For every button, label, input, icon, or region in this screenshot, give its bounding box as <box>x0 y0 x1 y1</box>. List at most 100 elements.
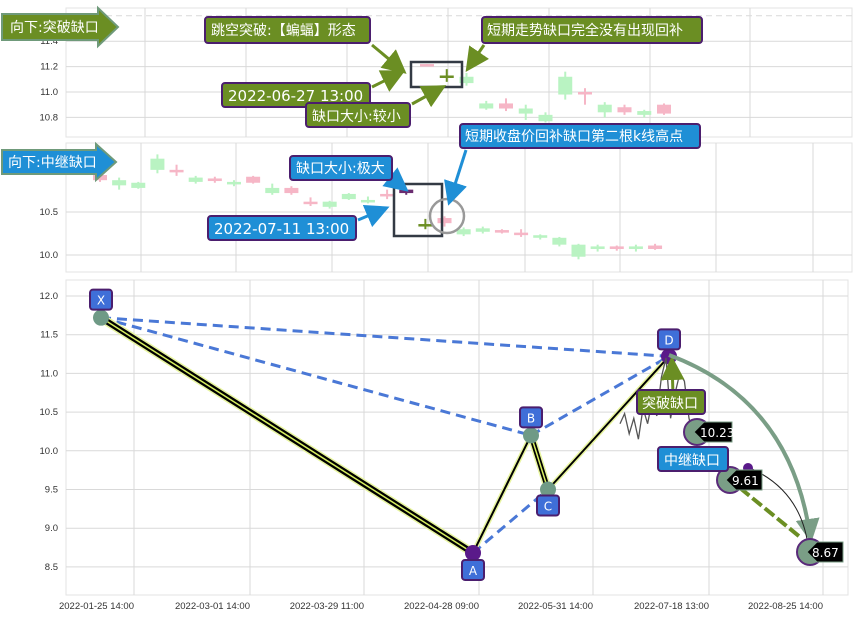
y-tick-label: 9.0 <box>45 523 58 534</box>
x-tick-label: 2022-03-29 11:00 <box>290 601 364 612</box>
y-tick-label: 11.0 <box>40 368 58 379</box>
target-value: 8.67 <box>812 546 839 560</box>
candle-body <box>494 230 509 233</box>
label-breakout-gap: 突破缺口 <box>636 389 706 415</box>
callout-breakout-time-text: 2022-06-27 13:00 <box>228 87 363 105</box>
candle-body <box>538 114 553 122</box>
point-label-box <box>657 328 681 351</box>
y-tick-label: 10.8 <box>40 112 59 123</box>
point-c-marker <box>540 481 556 498</box>
candle-body <box>475 228 490 232</box>
candle-body <box>459 76 474 84</box>
candle-body <box>207 178 222 182</box>
point-label-box <box>89 288 113 311</box>
candle-body <box>341 193 356 200</box>
candle-body <box>628 246 643 249</box>
harmonic-leg-core <box>100 317 474 554</box>
harmonic-dashed-leg <box>472 488 549 555</box>
callout-breakout-time: 2022-06-27 13:00 <box>221 82 371 108</box>
callout-no-fill-text: 短期走势缺口完全没有出现回补 <box>487 22 683 39</box>
callout-continuation-size: 缺口大小:极大 <box>289 155 393 181</box>
candle-body <box>578 92 592 95</box>
point-label-a: A <box>469 564 478 578</box>
candle-body <box>533 235 548 238</box>
x-tick-label: 2022-01-25 14:00 <box>59 601 134 612</box>
candle-body <box>322 201 337 207</box>
candle-body <box>380 193 395 197</box>
callout-no-fill: 短期走势缺口完全没有出现回补 <box>481 16 703 44</box>
callout-pattern: 跳空突破:【蝙蝠】形态 <box>204 16 371 44</box>
candle-body <box>499 103 513 109</box>
callout-breakout-size: 缺口大小:较小 <box>305 102 411 128</box>
candle-body <box>437 218 452 224</box>
callout-pattern-text: 跳空突破:【蝙蝠】形态 <box>211 23 356 39</box>
candle-body <box>420 64 434 67</box>
candle-body <box>418 224 433 227</box>
candle-body <box>479 103 494 109</box>
candle-body <box>456 229 471 235</box>
callout-refill-text: 短期收盘价回补缺口第二根k线高点 <box>465 128 683 145</box>
point-label-x: X <box>97 294 105 308</box>
y-tick-label: 9.5 <box>45 485 58 496</box>
point-b-marker <box>523 427 539 444</box>
candle-body <box>514 232 529 236</box>
candle-body <box>558 76 573 95</box>
callout-arrow <box>382 167 409 192</box>
point-label-b: B <box>527 411 535 425</box>
point-label-box <box>461 558 485 581</box>
callout-arrow <box>357 204 390 228</box>
candle-body <box>226 181 241 185</box>
callout-arrow <box>444 149 468 206</box>
continuation-arrow-label: 向下:中继缺口 <box>1 141 118 183</box>
label-continuation-gap-text: 中继缺口 <box>664 453 720 469</box>
candle-body <box>439 75 454 78</box>
candle-body <box>657 104 671 114</box>
callout-continuation-time: 2022-07-11 13:00 <box>207 215 357 241</box>
harmonic-leg-core <box>530 435 549 490</box>
target-value: 10.23 <box>700 426 734 440</box>
label-breakout-gap-text: 突破缺口 <box>642 396 698 412</box>
y-tick-label: 10.0 <box>40 446 59 457</box>
harmonic-dashed-leg <box>100 316 532 437</box>
target-value: 9.61 <box>732 474 759 488</box>
target-8-67: 8.67 <box>796 538 844 566</box>
projection-curve <box>668 353 820 543</box>
point-label-box <box>519 406 543 429</box>
candle-body <box>169 169 184 173</box>
axis-ticks: 11.411.211.010.810.510.012.011.511.010.5… <box>40 36 824 612</box>
x-tick-label: 2022-03-01 14:00 <box>175 601 250 612</box>
candle-body <box>399 189 414 194</box>
breakout-arrow-label: 向下:突破缺口 <box>1 5 120 49</box>
candle-body <box>648 245 663 249</box>
point-label-box <box>536 494 560 517</box>
breakout-arrow-text: 向下:突破缺口 <box>10 20 99 36</box>
y-tick-label: 8.5 <box>45 562 58 573</box>
harmonic-leg <box>472 434 532 554</box>
candle-body <box>637 111 652 115</box>
point-label-d: D <box>664 333 673 347</box>
point-x-marker <box>93 309 109 326</box>
y-tick-label: 11.2 <box>40 62 58 73</box>
panel-continuation <box>65 142 853 273</box>
point-label-c: C <box>544 500 552 514</box>
y-tick-label: 10.5 <box>40 407 59 418</box>
candle-body <box>571 244 586 257</box>
candle-body <box>150 158 165 170</box>
candle-body <box>284 187 299 194</box>
candle-body <box>303 201 318 205</box>
callout-breakout-size-text: 缺口大小:较小 <box>312 109 401 125</box>
candle-body <box>609 246 624 249</box>
callout-arrow <box>465 44 490 72</box>
candle-body <box>552 237 567 245</box>
x-tick-label: 2022-04-28 09:00 <box>404 601 479 612</box>
candle-body <box>360 199 375 203</box>
callout-refill: 短期收盘价回补缺口第二根k线高点 <box>459 123 701 149</box>
y-tick-label: 12.0 <box>40 291 59 302</box>
candle-body <box>518 108 533 114</box>
callout-arrow <box>411 85 447 108</box>
harmonic-pattern: X A B C D <box>89 288 681 581</box>
callout-continuation-size-text: 缺口大小:极大 <box>296 161 385 177</box>
candle-body <box>188 177 203 182</box>
continuation-arrow-text: 向下:中继缺口 <box>8 155 97 171</box>
